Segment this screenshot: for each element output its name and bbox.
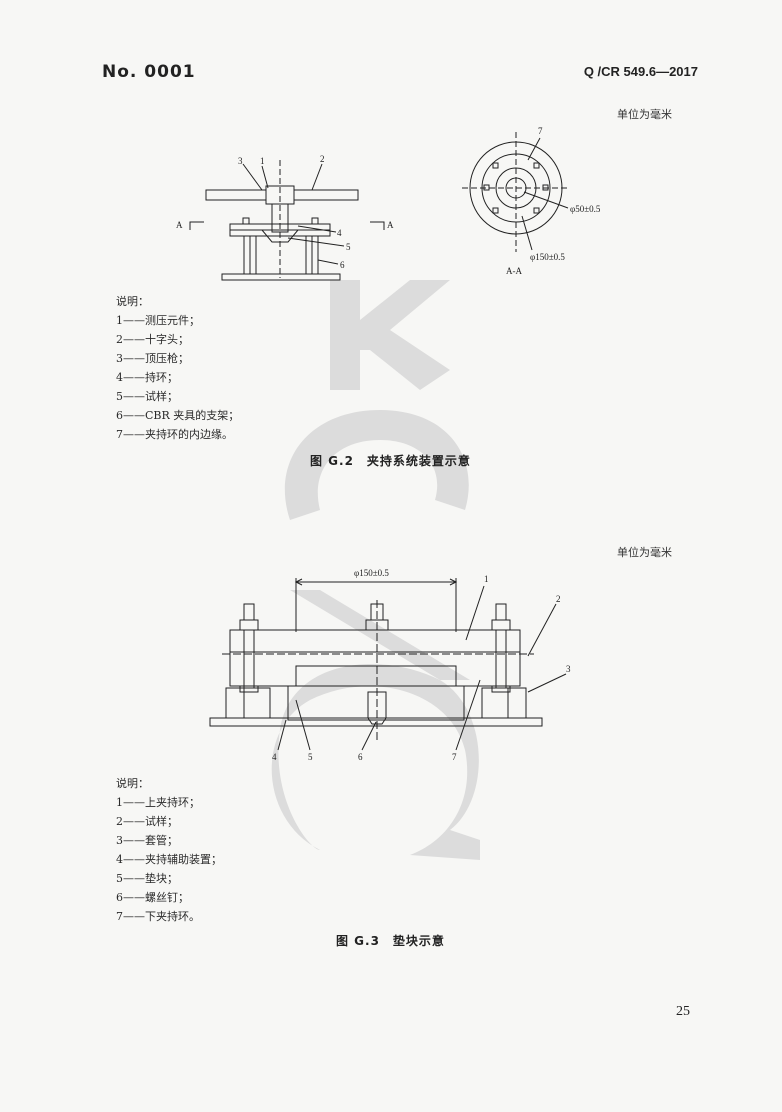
page-number: 25 <box>676 1004 690 1019</box>
g3-callout-3: 3 <box>566 664 571 674</box>
figure-g2-drawing: 1 2 3 4 5 6 7 A A φ50±0.5 φ150±0.5 A-A <box>176 126 601 281</box>
g2-callout-7: 7 <box>538 126 543 136</box>
legend-item: 5——试样； <box>116 390 178 403</box>
legend-item: 3——套管； <box>116 834 178 847</box>
legend-item: 4——持环； <box>116 371 178 384</box>
g2-callout-5: 5 <box>346 242 351 252</box>
unit-note-g2: 单位为毫米 <box>617 108 672 121</box>
g3-callout-2: 2 <box>556 594 561 604</box>
unit-note-g3: 单位为毫米 <box>617 546 672 559</box>
g2-callout-1: 1 <box>260 156 265 166</box>
legend-item: 1——上夹持环； <box>116 796 200 809</box>
caption-g3: 图 G.3 垫块示意 <box>336 934 445 948</box>
legend-title: 说明： <box>116 777 149 790</box>
legend-item: 1——测压元件； <box>116 314 200 327</box>
g3-dim-top: φ150±0.5 <box>354 568 389 578</box>
g3-callout-7: 7 <box>452 752 457 762</box>
g2-section-mark-right: A <box>387 220 394 230</box>
caption-g2: 图 G.2 夹持系统装置示意 <box>310 454 471 468</box>
legend-item: 2——试样； <box>116 815 178 828</box>
legend-title: 说明： <box>116 295 149 308</box>
g3-callout-6: 6 <box>358 752 363 762</box>
figure-g3-drawing: φ150±0.5 1 2 3 4 5 6 7 <box>209 568 571 762</box>
legend-item: 4——夹持辅助装置； <box>116 853 222 866</box>
g2-callout-2: 2 <box>320 154 325 164</box>
legend-item: 7——下夹持环。 <box>116 910 200 923</box>
g3-callout-1: 1 <box>484 574 489 584</box>
legend-g3: 说明： 1——上夹持环； 2——试样； 3——套管； 4——夹持辅助装置； 5—… <box>116 774 222 926</box>
g2-section-label: A-A <box>506 266 522 276</box>
legend-item: 6——CBR 夹具的支架； <box>116 409 240 422</box>
g2-dim-outer: φ150±0.5 <box>530 252 565 262</box>
legend-item: 5——垫块； <box>116 872 178 885</box>
legend-item: 2——十字头； <box>116 333 189 346</box>
legend-item: 3——顶压枪； <box>116 352 189 365</box>
document-number: No. 0001 <box>102 62 196 82</box>
g3-callout-4: 4 <box>272 752 277 762</box>
g2-dim-inner: φ50±0.5 <box>570 204 601 214</box>
g2-callout-6: 6 <box>340 260 345 270</box>
legend-item: 6——螺丝钉； <box>116 891 189 904</box>
legend-g2: 说明： 1——测压元件； 2——十字头； 3——顶压枪； 4——持环； 5——试… <box>116 292 239 444</box>
legend-item: 7——夹持环的内边缘。 <box>116 428 233 441</box>
g2-callout-4: 4 <box>337 228 342 238</box>
g2-section-mark-left: A <box>176 220 183 230</box>
g3-callout-5: 5 <box>308 752 313 762</box>
g2-callout-3: 3 <box>238 156 243 166</box>
standard-number: Q /CR 549.6—2017 <box>583 64 698 79</box>
